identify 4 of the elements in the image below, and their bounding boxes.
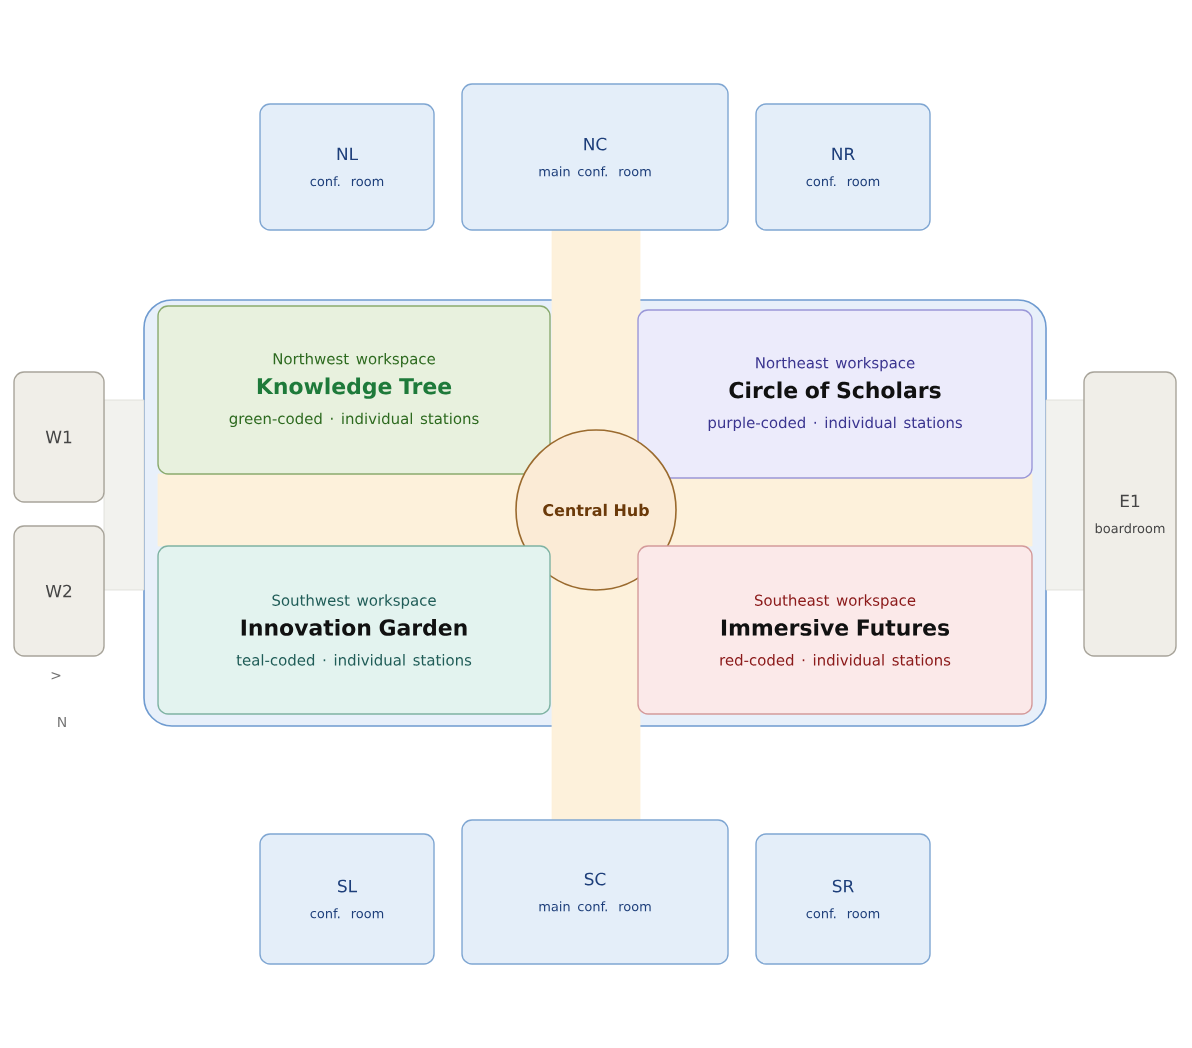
- room-box: W1: [13, 371, 105, 503]
- corridor: [1045, 399, 1085, 591]
- corridor: [103, 399, 145, 591]
- room-box: W2: [13, 525, 105, 657]
